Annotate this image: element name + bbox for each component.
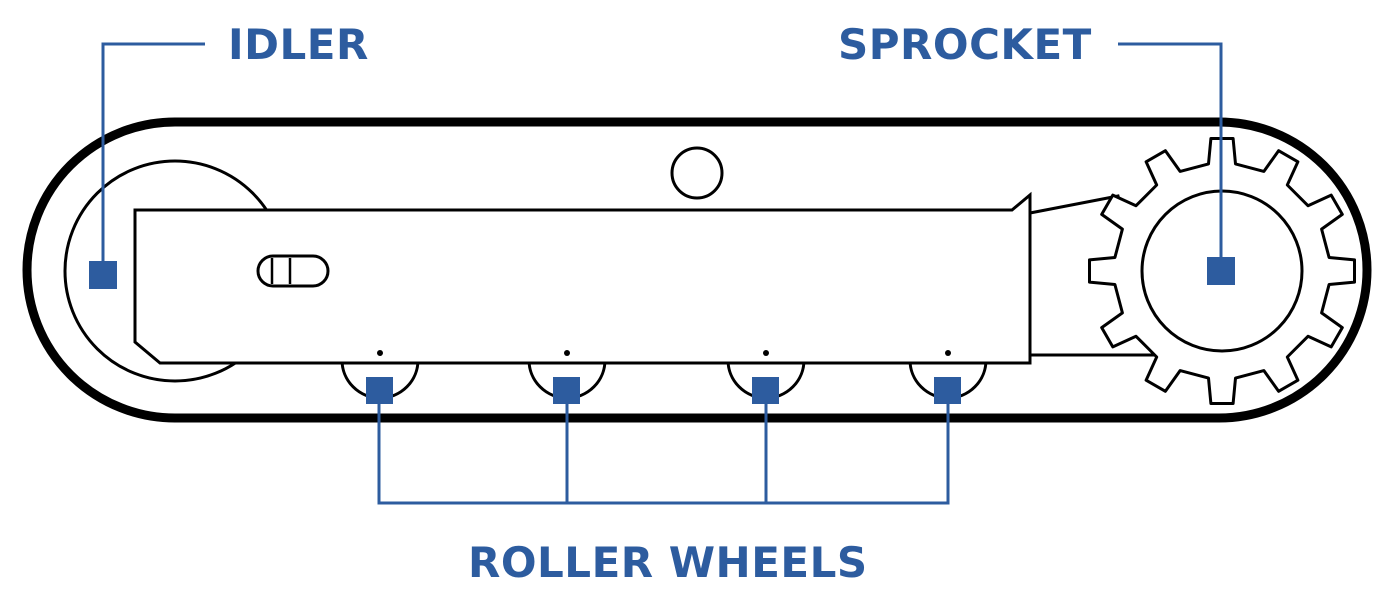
track-frame [133,191,1032,365]
idler-leader-line [101,42,205,273]
idler-marker [89,261,117,289]
roller-leader-line [377,390,950,505]
sprocket-leader-line [1118,42,1223,270]
leader-lines [101,42,1223,505]
roller-marker [366,377,393,404]
idler-label: IDLER [228,20,369,69]
sprocket-marker [1207,257,1235,285]
roller-marker [934,377,961,404]
roller-wheels-label: ROLLER WHEELS [468,538,868,587]
axle-dot [564,350,570,356]
frame-bolt [670,146,724,200]
roller-axle-dots [377,350,951,356]
axle-dot [377,350,383,356]
callout-markers [89,257,1235,404]
roller-marker [752,377,779,404]
axle-dot [763,350,769,356]
sprocket-label: SPROCKET [838,20,1092,69]
roller-marker [553,377,580,404]
adjuster-slot [256,254,330,288]
axle-dot [945,350,951,356]
